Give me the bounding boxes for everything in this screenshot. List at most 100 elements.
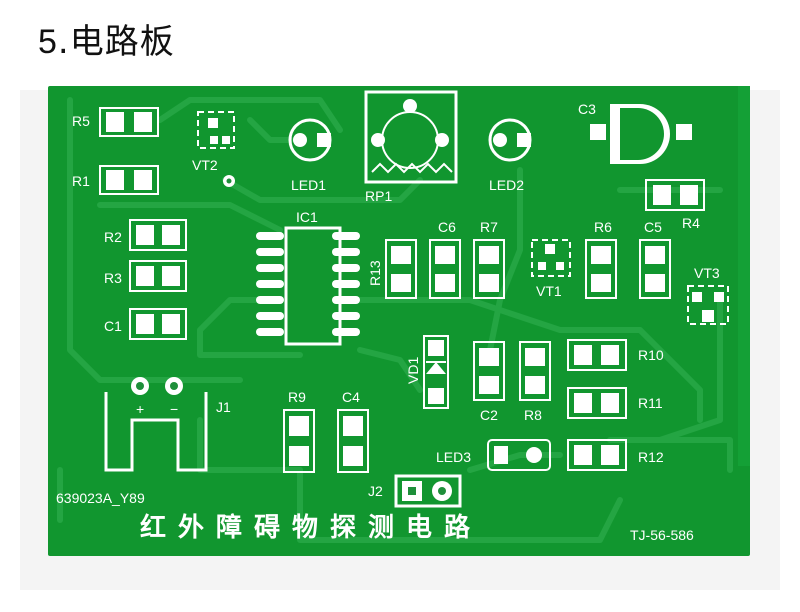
r4-pad-2 <box>680 185 698 205</box>
c1-outline <box>129 308 187 340</box>
vt1-pad-3 <box>556 262 564 270</box>
board-title: 红外障碍物探测电路 <box>140 512 482 543</box>
page-heading: 5.电路板 <box>38 14 175 63</box>
heading-number: 5 <box>38 23 58 61</box>
r1-pad-2 <box>134 170 152 190</box>
c2-outline <box>473 341 505 401</box>
r9-pad-1 <box>289 416 309 436</box>
label-r3: R3 <box>104 270 122 286</box>
rp1-pad-left <box>371 133 385 147</box>
label-r10: R10 <box>638 347 664 363</box>
label-vt1: VT1 <box>536 283 562 299</box>
label-ic1: IC1 <box>296 209 318 225</box>
board-edge <box>738 86 750 466</box>
r6-outline <box>585 239 617 299</box>
label-rp1: RP1 <box>365 188 392 204</box>
vd1-pad-1 <box>428 340 444 356</box>
r9-pad-2 <box>289 446 309 466</box>
rp1-zigzag <box>371 162 453 174</box>
r13-outline <box>385 239 417 299</box>
label-c1: C1 <box>104 318 122 334</box>
vd1-diode-symbol <box>426 362 446 374</box>
r13-pad-1 <box>391 246 411 264</box>
vt1-pad-2 <box>538 262 546 270</box>
r1-pad-1 <box>106 170 124 190</box>
led3-outline <box>487 439 551 471</box>
label-j1-minus: − <box>170 401 178 417</box>
led1-pad-2 <box>317 133 331 147</box>
r8-pad-1 <box>525 348 545 366</box>
c4-pad-1 <box>343 416 363 436</box>
j1-outline <box>104 392 208 472</box>
r1-outline <box>99 165 159 195</box>
board-model: TJ-56-586 <box>630 527 694 543</box>
c6-pad-2 <box>435 274 455 292</box>
label-r1: R1 <box>72 173 90 189</box>
led2-pad-2 <box>517 133 531 147</box>
c6-pad-1 <box>435 246 455 264</box>
board-serial: 639023A_Y89 <box>56 490 145 506</box>
label-r7: R7 <box>480 219 498 235</box>
label-r13: R13 <box>367 260 383 286</box>
r2-outline <box>129 219 187 251</box>
r3-outline <box>129 260 187 292</box>
led1-pad-1 <box>293 133 307 147</box>
c1-pad-1 <box>136 314 154 334</box>
vt2-pad-3 <box>222 136 230 144</box>
label-vt3: VT3 <box>694 265 720 281</box>
r8-pad-2 <box>525 376 545 394</box>
label-c3: C3 <box>578 101 596 117</box>
label-vd1: VD1 <box>405 357 421 384</box>
label-j1-plus: + <box>136 401 144 417</box>
r12-outline <box>567 439 627 471</box>
vt3-pad-2 <box>714 292 724 302</box>
c4-outline <box>337 409 369 473</box>
r8-outline <box>519 341 551 401</box>
label-c4: C4 <box>342 389 360 405</box>
r5-pad-1 <box>106 112 124 132</box>
label-c5: C5 <box>644 219 662 235</box>
heading-text: .电路板 <box>57 22 175 62</box>
c2-pad-2 <box>479 376 499 394</box>
r7-pad-1 <box>479 246 499 264</box>
label-r8: R8 <box>524 407 542 423</box>
rp1-outline <box>364 90 458 184</box>
c2-pad-1 <box>479 348 499 366</box>
led2-pad-1 <box>493 133 507 147</box>
label-led3: LED3 <box>436 449 471 465</box>
led3-pad-2 <box>526 447 542 463</box>
c5-pad-2 <box>645 274 665 292</box>
ic1-pins-left <box>256 232 284 336</box>
vt3-pad-1 <box>692 292 702 302</box>
c1-pad-2 <box>162 314 180 334</box>
label-led2: LED2 <box>489 177 524 193</box>
r6-pad-1 <box>591 246 611 264</box>
label-r4: R4 <box>682 215 700 231</box>
vt1-pad-1 <box>545 244 555 254</box>
label-r2: R2 <box>104 229 122 245</box>
c5-pad-1 <box>645 246 665 264</box>
c3-pad-1 <box>590 124 606 140</box>
rp1-pad-right <box>435 133 449 147</box>
vd1-pad-2 <box>428 388 444 404</box>
vt1-outline <box>531 239 571 277</box>
r11-outline <box>567 387 627 419</box>
c4-pad-2 <box>343 446 363 466</box>
r13-pad-2 <box>391 274 411 292</box>
label-r11: R11 <box>638 395 663 411</box>
r2-pad-1 <box>136 225 154 245</box>
vd1-outline <box>423 335 449 409</box>
r11-pad-2 <box>601 393 619 413</box>
label-r5: R5 <box>72 113 90 129</box>
r7-pad-2 <box>479 274 499 292</box>
r9-outline <box>283 409 315 473</box>
label-vt2: VT2 <box>192 157 218 173</box>
r3-pad-1 <box>136 266 154 286</box>
r2-pad-2 <box>162 225 180 245</box>
r5-outline <box>99 107 159 137</box>
r3-pad-2 <box>162 266 180 286</box>
r11-pad-1 <box>574 393 592 413</box>
c3-pad-2 <box>676 124 692 140</box>
label-r6: R6 <box>594 219 612 235</box>
r12-pad-2 <box>601 445 619 465</box>
